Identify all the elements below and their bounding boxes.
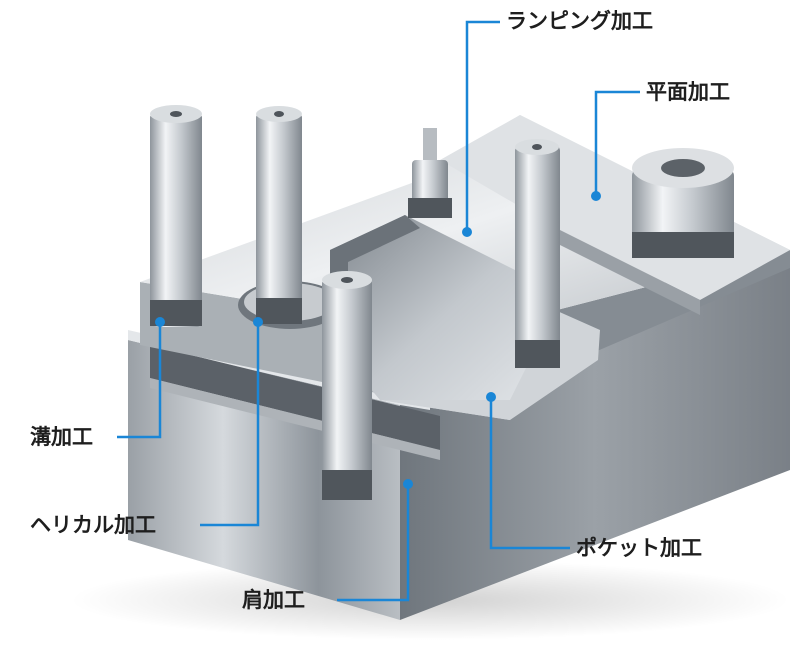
- block-right-face: [400, 252, 790, 620]
- leader-pocket: [489, 397, 570, 550]
- tool-pocket: [515, 139, 560, 368]
- label-slotting: 溝加工: [30, 425, 93, 449]
- leader-slotting: [117, 322, 162, 439]
- tool-ramping: [408, 128, 452, 218]
- leader-face-milling: [594, 90, 640, 196]
- label-ramping: ランピング加工: [506, 9, 653, 33]
- label-helical: ヘリカル加工: [30, 513, 156, 537]
- tool-face-mill: [632, 148, 734, 258]
- pocket-floor: [330, 215, 555, 420]
- label-shoulder: 肩加工: [242, 588, 305, 612]
- leader-shoulder: [337, 484, 410, 602]
- pocket-wall: [330, 215, 420, 340]
- label-face-milling: 平面加工: [646, 80, 730, 104]
- label-pocket: ポケット加工: [576, 536, 702, 560]
- leader-lines: [117, 20, 640, 602]
- tool-shoulder: [322, 271, 372, 500]
- leader-ramping: [465, 20, 500, 232]
- tool-slotting: [150, 105, 202, 327]
- leader-dots: [155, 191, 601, 489]
- tool-helical: [256, 106, 302, 324]
- leader-helical: [200, 322, 260, 527]
